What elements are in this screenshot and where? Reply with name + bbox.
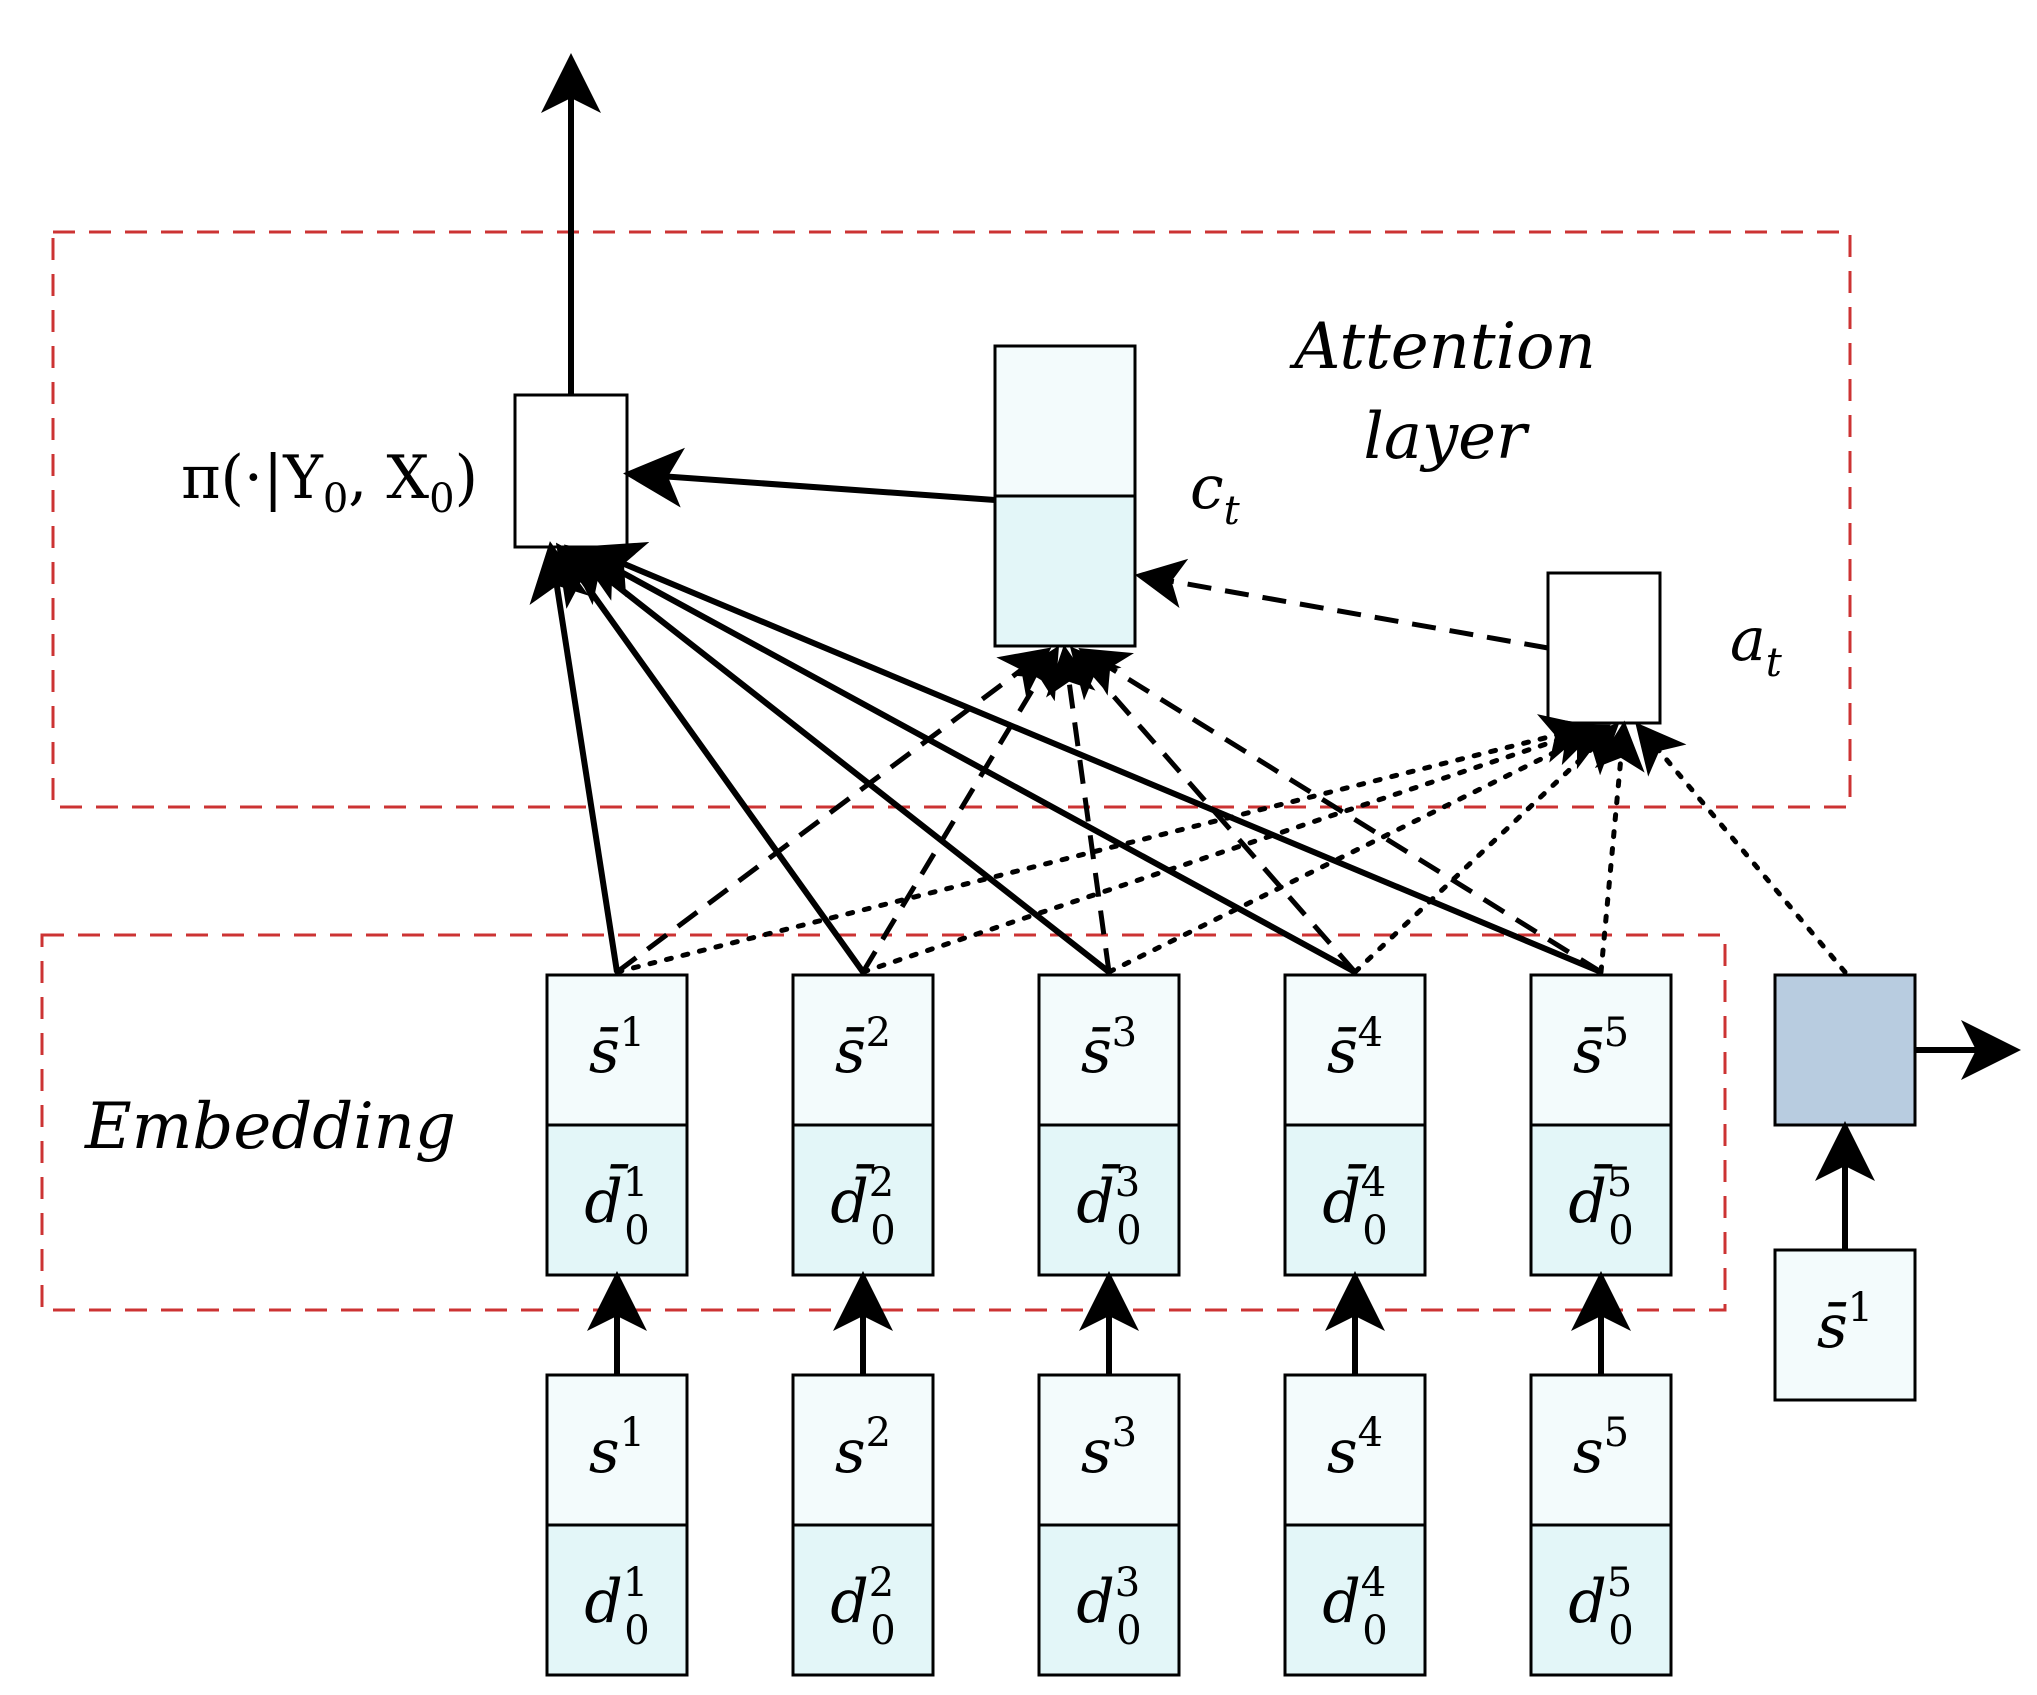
input-s-label: s2 — [835, 1410, 891, 1487]
embedding-to-context-edge — [860, 645, 1060, 974]
attention-weights-label: at — [1730, 605, 1783, 686]
context-vector-label: ct — [1190, 453, 1241, 534]
embedded-s-cell — [791, 973, 935, 1127]
embedding-to-policy-edge — [555, 542, 866, 974]
embedded-s-label: s̄3 — [1081, 1010, 1137, 1087]
input-s-label: s3 — [1081, 1410, 1137, 1487]
embedding-to-weights-edges — [614, 714, 1645, 975]
embedding-to-context-edge — [615, 647, 1052, 975]
input-s-cell — [1037, 1373, 1181, 1527]
embedded-d-cell — [545, 1123, 689, 1277]
embedded-s-label: s̄1 — [589, 1010, 645, 1087]
decoder-input-label: s̄1 — [1817, 1285, 1873, 1362]
attention-layer-subtitle: layer — [1363, 400, 1530, 474]
decoder-rnn-cell — [1773, 973, 1917, 1127]
attention-weights-node — [1546, 571, 1662, 725]
embedding-to-policy-edge — [529, 541, 620, 973]
context-vector-bottom-cell — [993, 494, 1137, 648]
input-s-label: s4 — [1327, 1410, 1383, 1487]
embedding-to-weights-edge — [614, 714, 1592, 975]
embedded-s-cell — [545, 973, 689, 1127]
embedding-to-context-edges — [615, 644, 1603, 975]
input-d-cell — [1283, 1523, 1427, 1677]
weights-to-context-arrow — [1134, 558, 1549, 651]
embedded-s-label: s̄2 — [835, 1010, 891, 1087]
context-vector-top-cell — [993, 344, 1137, 498]
embedding-to-weights-edge — [1352, 722, 1620, 975]
policy-node — [513, 393, 629, 549]
embedding-to-policy-edge — [572, 545, 1357, 975]
embedding-to-policy-edge — [563, 544, 1111, 975]
embedding-to-context-edge — [1078, 648, 1603, 975]
embedding-label: Embedding — [84, 1090, 456, 1164]
input-s-cell — [545, 1373, 689, 1527]
input-s-label: s5 — [1573, 1410, 1629, 1487]
embedded-s-cell — [1037, 973, 1181, 1127]
embedding-to-weights-edge — [1594, 720, 1645, 975]
decoder-input-cell — [1773, 1248, 1917, 1402]
embedded-s-cell — [1283, 973, 1427, 1127]
embedded-d-cell — [1037, 1123, 1181, 1277]
input-d-cell — [791, 1523, 935, 1677]
embedded-d-cell — [791, 1123, 935, 1277]
embedding-to-context-edge — [1046, 644, 1112, 973]
embedded-s-label: s̄5 — [1573, 1010, 1629, 1087]
context-to-policy-arrow — [623, 447, 996, 508]
embedded-d-cell — [1283, 1123, 1427, 1277]
embedding-to-weights-edge — [1106, 724, 1611, 975]
embedded-s-label: s̄4 — [1327, 1010, 1383, 1087]
input-s-cell — [1283, 1373, 1427, 1527]
input-d-cell — [1529, 1523, 1673, 1677]
decoder-to-weights-edge — [1635, 722, 1848, 975]
embedding-to-context-edge — [1069, 646, 1357, 974]
input-d-cell — [1037, 1523, 1181, 1677]
input-s-label: s1 — [589, 1410, 645, 1487]
policy-label: π(·|Y0, X0) — [181, 443, 478, 522]
input-d-cell — [545, 1523, 689, 1677]
attention-layer-title: Attention — [1289, 310, 1596, 384]
